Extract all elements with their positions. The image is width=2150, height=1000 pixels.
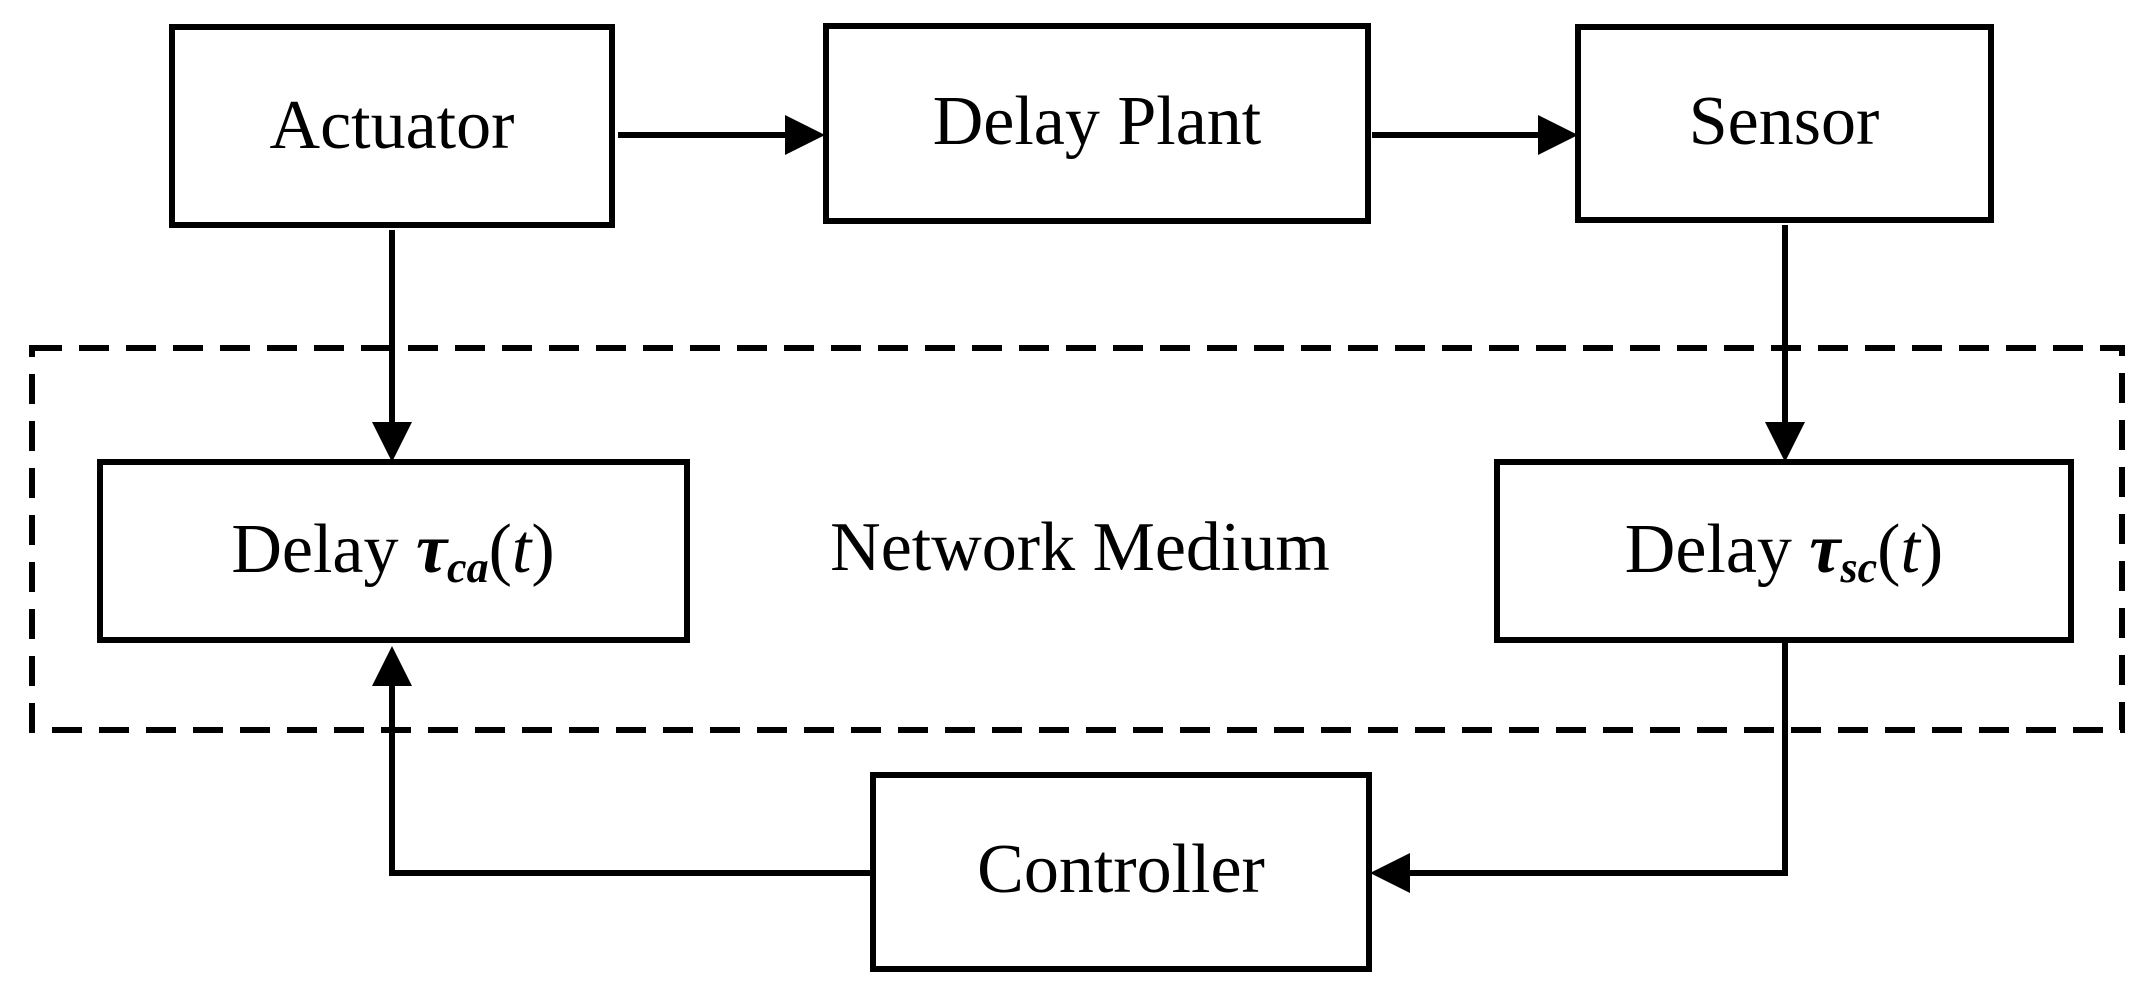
sensor-to-delay-sc-arrowhead	[1765, 422, 1805, 462]
controller-to-delay-ca-arrowhead	[372, 646, 412, 686]
subscript-ca: ca	[447, 543, 489, 592]
tau-symbol: τ	[416, 511, 449, 588]
actuator-label: Actuator	[270, 87, 515, 164]
delay-ca-label: Delay τca(t)	[231, 511, 554, 592]
plant-to-sensor-arrowhead	[1538, 115, 1578, 155]
actuator-block: Actuator	[169, 24, 615, 228]
actuator-to-plant-arrowhead	[785, 115, 825, 155]
controller-to-delay-ca-line	[389, 686, 873, 876]
delay-sc-label: Delay τsc(t)	[1625, 511, 1943, 592]
network-medium-label: Network Medium	[830, 509, 1330, 586]
network-medium-region	[29, 345, 2125, 733]
sensor-block: Sensor	[1575, 24, 1994, 223]
delay-ca-block: Delay τca(t)	[97, 459, 690, 643]
controller-block: Controller	[870, 772, 1372, 972]
delay-sc-to-controller-arrowhead	[1370, 853, 1410, 893]
delay-sc-block: Delay τsc(t)	[1494, 459, 2074, 643]
delay-plant-block: Delay Plant	[823, 23, 1371, 224]
controller-label: Controller	[977, 831, 1265, 908]
tau-symbol: τ	[1809, 511, 1842, 588]
actuator-to-delay-ca-arrowhead	[372, 422, 412, 462]
delay-sc-to-controller-line	[1410, 643, 1788, 876]
sensor-label: Sensor	[1689, 83, 1880, 160]
subscript-sc: sc	[1839, 543, 1877, 592]
delay-plant-label: Delay Plant	[933, 83, 1262, 160]
